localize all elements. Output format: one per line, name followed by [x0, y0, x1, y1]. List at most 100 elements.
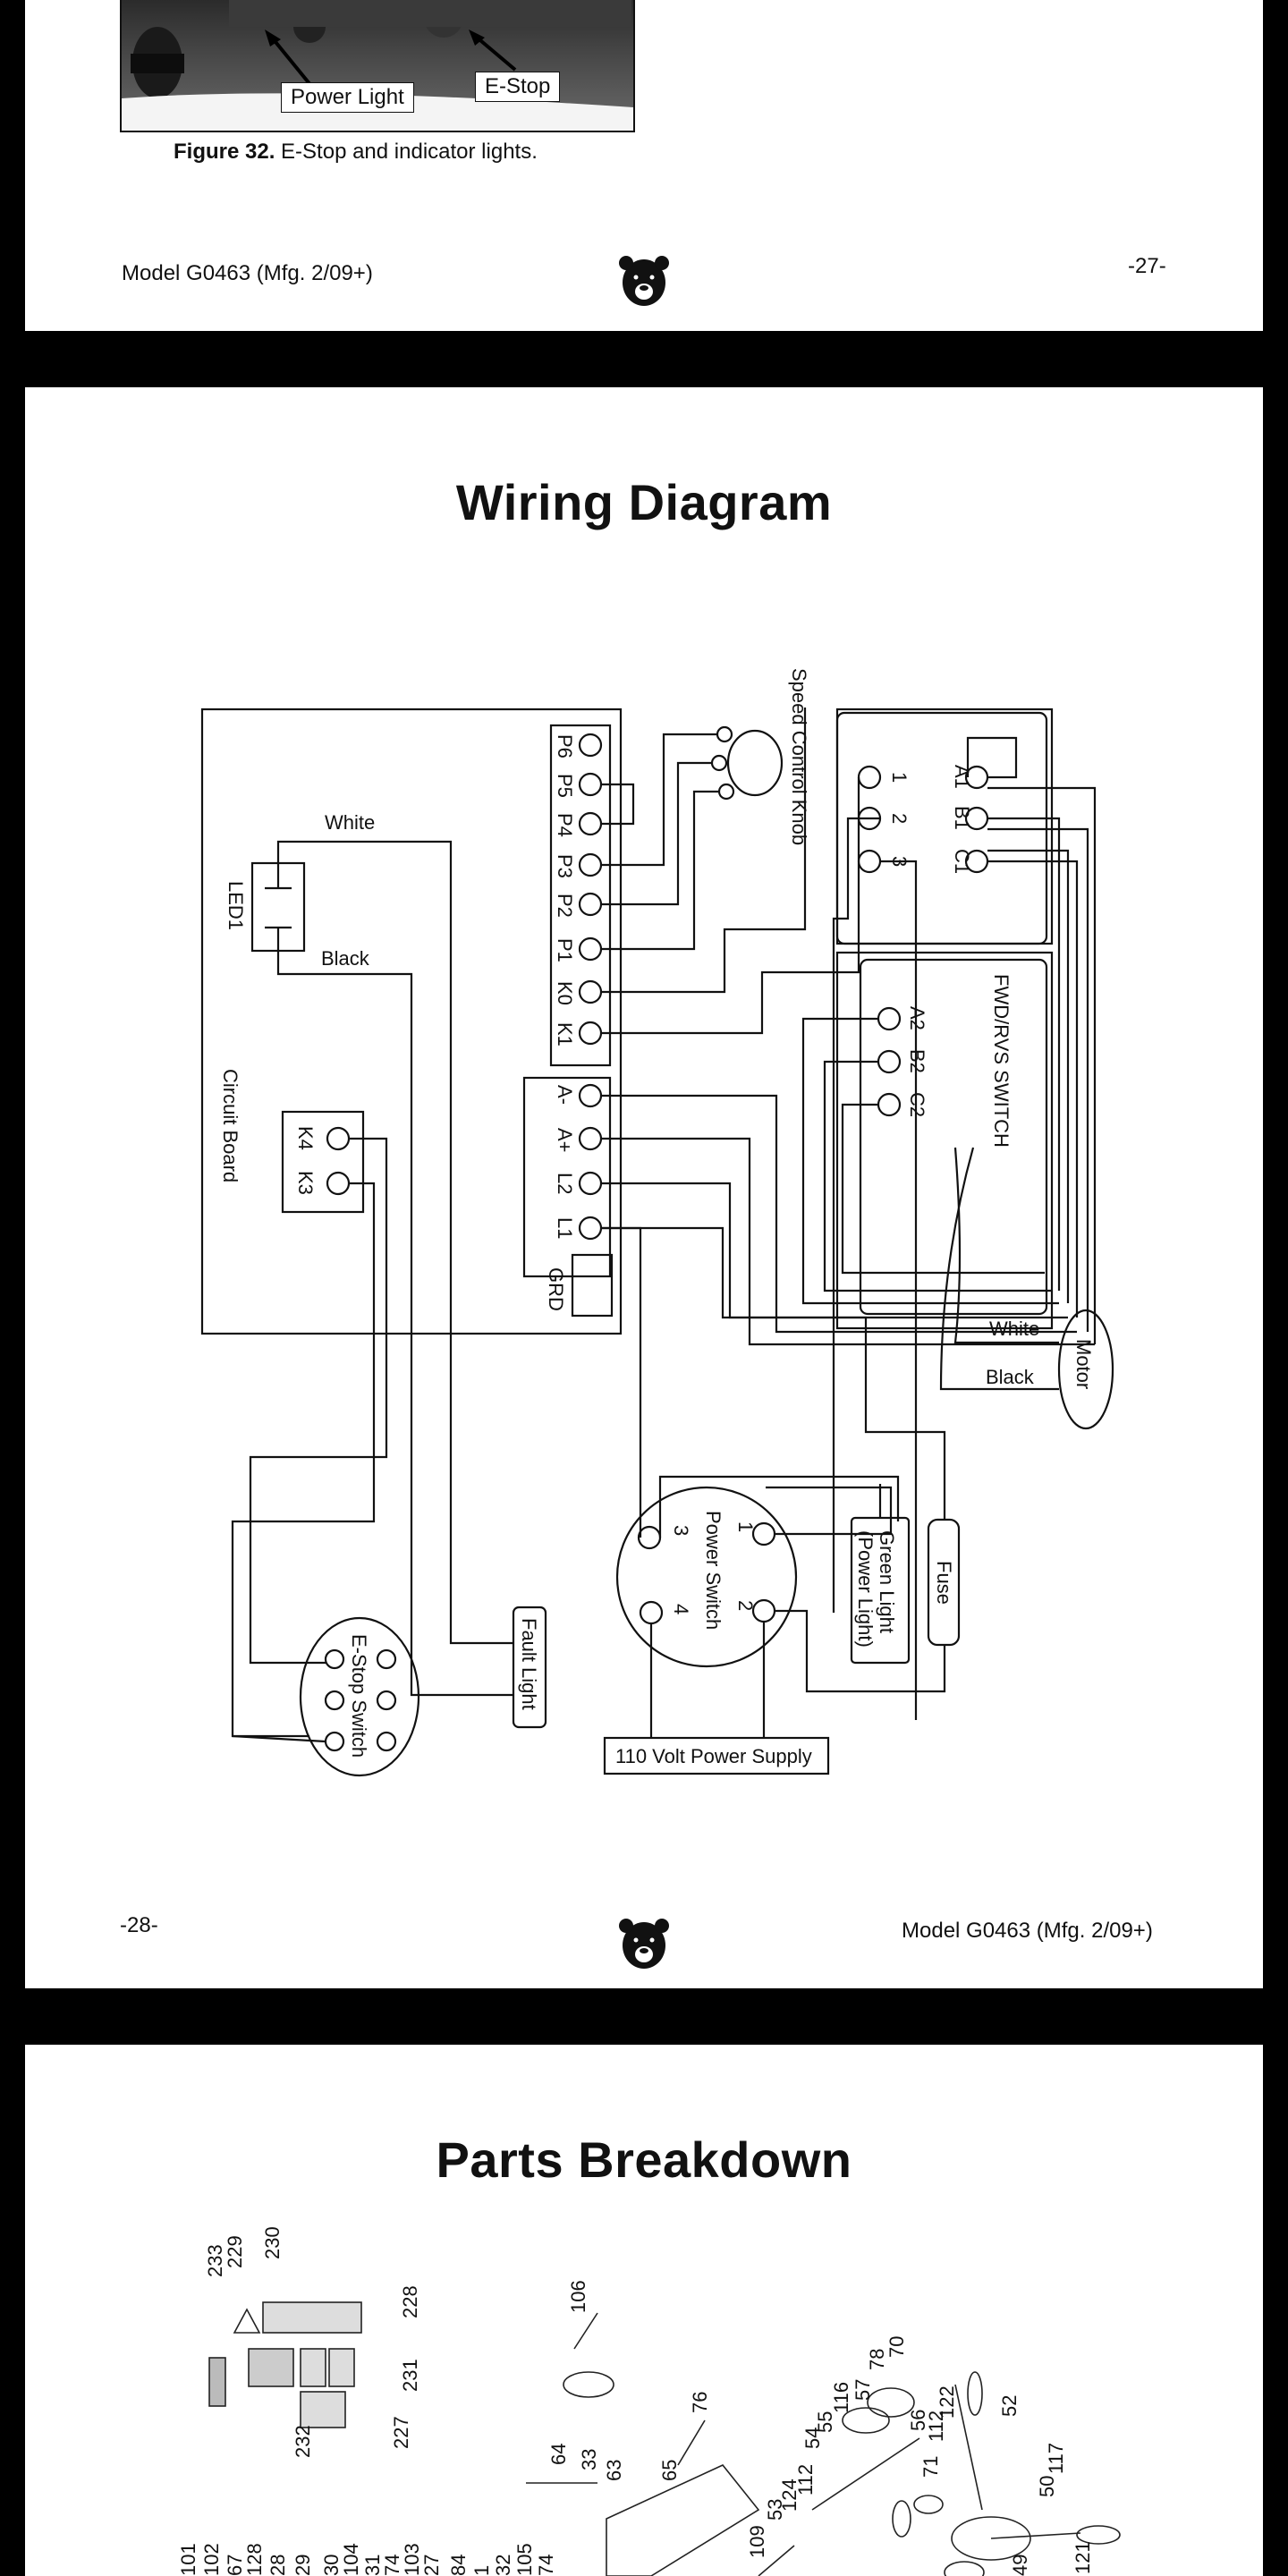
power-switch-term-3-label: 3 — [670, 1525, 692, 1536]
terminal-block-bottom — [522, 1076, 612, 1278]
terminal-p3-label: P3 — [554, 854, 576, 878]
callout: 117 — [1045, 2442, 1067, 2474]
switch-term-b2-label: B2 — [906, 1049, 928, 1073]
page-number: -28- — [120, 1913, 158, 1937]
figure-number: Figure 32. — [174, 140, 275, 164]
estop-switch-terminals — [324, 1648, 397, 1752]
figure-32-photo: Power Light E-Stop — [120, 0, 635, 132]
terminal-p1-label: P1 — [554, 938, 576, 962]
callout: 112 — [794, 2463, 817, 2496]
callout: 122 — [936, 2385, 958, 2419]
callout: 76 — [689, 2391, 711, 2413]
power-switch-term-2-label: 2 — [734, 1600, 757, 1611]
callout: 232 — [292, 2425, 314, 2458]
fwd-rvs-switch-upper — [835, 708, 1054, 945]
callout: 230 — [261, 2226, 284, 2259]
footer-model: Model G0463 (Mfg. 2/09+) — [122, 261, 373, 285]
k-terminal-block — [281, 1110, 365, 1214]
terminal-aplus-label: A+ — [554, 1128, 576, 1153]
terminal-p5-label: P5 — [554, 774, 576, 798]
terminal-k1-label: K1 — [554, 1022, 576, 1046]
switch-term-c1-label: C1 — [951, 849, 973, 874]
callout: 231 — [399, 2359, 421, 2392]
page-title: Parts Breakdown — [436, 2131, 852, 2188]
power-supply-box — [603, 1736, 830, 1775]
terminal-p4-label: P4 — [554, 813, 576, 837]
callout: 229 — [224, 2235, 246, 2268]
black-wire-label: Black — [321, 947, 370, 970]
callout: 105 — [513, 2543, 536, 2576]
terminals-bottom — [578, 1083, 603, 1241]
motor-label: Motor — [1072, 1339, 1095, 1389]
parts-diagram — [208, 2301, 1121, 2576]
callout: 57 — [852, 2378, 874, 2401]
power-switch-term-1-label: 1 — [734, 1521, 757, 1532]
callout: 52 — [998, 2394, 1021, 2417]
callout: 27 — [420, 2554, 443, 2576]
power-switch-term-4-label: 4 — [670, 1604, 692, 1614]
callout: 28 — [267, 2554, 289, 2576]
callout: 50 — [1036, 2475, 1058, 2497]
power-switch-term-4 — [639, 1600, 664, 1625]
callout: 84 — [447, 2554, 470, 2576]
callout: 71 — [919, 2455, 942, 2478]
callout: 1 — [470, 2564, 493, 2576]
grd-label: GRD — [545, 1267, 567, 1311]
estop-switch-label: E-Stop Switch — [348, 1634, 370, 1758]
callout: 32 — [492, 2554, 514, 2576]
callout: 128 — [243, 2543, 266, 2576]
fault-light-label: Fault Light — [518, 1618, 540, 1710]
terminal-l2-label: L2 — [554, 1173, 576, 1194]
green-light-label-2: (Power Light) — [854, 1530, 877, 1648]
callout: 29 — [292, 2554, 314, 2576]
manual-page-27: Power Light E-Stop Figure 32. E-Stop and… — [25, 0, 1263, 331]
motor-black-label: Black — [986, 1366, 1035, 1388]
led1-label: LED1 — [225, 881, 247, 930]
switch-term-1-label: 1 — [888, 772, 911, 783]
fault-light — [512, 1606, 547, 1729]
machine-parts — [526, 2312, 1121, 2576]
callout: 121 — [1072, 2541, 1094, 2574]
motor — [1057, 1309, 1114, 1430]
callout: 101 — [177, 2543, 199, 2576]
power-switch-term-3 — [637, 1525, 662, 1550]
estop-switch — [299, 1616, 420, 1777]
power-switch — [615, 1486, 798, 1668]
label-decals — [208, 2301, 362, 2428]
page-title: Wiring Diagram — [455, 474, 833, 530]
terminals-top — [578, 733, 603, 1046]
terminal-k4 — [326, 1126, 351, 1151]
callout: 102 — [200, 2543, 223, 2576]
figure-caption: Figure 32. E-Stop and indicator lights. — [174, 140, 538, 165]
callout: 49 — [1009, 2554, 1031, 2576]
callout: 227 — [390, 2416, 412, 2449]
terminal-p2-label: P2 — [554, 894, 576, 918]
page-number: -27- — [1128, 254, 1166, 278]
switch-term-a2-label: A2 — [906, 1006, 928, 1030]
switch-term-c2-label: C2 — [906, 1092, 928, 1117]
callout: 116 — [830, 2381, 852, 2413]
fwd-rvs-switch-lower — [835, 951, 1054, 1330]
figure-caption-text: E-Stop and indicator lights. — [281, 140, 538, 164]
fwd-rvs-switch-label: FWD/RVS SWITCH — [990, 974, 1013, 1148]
power-switch-label: Power Switch — [702, 1511, 724, 1630]
circuit-board-label: Circuit Board — [219, 1069, 242, 1182]
terminal-k4-label: K4 — [294, 1126, 317, 1150]
wiring-diagram: Circuit Board LED1 White Black K4 K3 P6 … — [200, 668, 1114, 1777]
callout: 63 — [603, 2459, 625, 2481]
callout: 33 — [578, 2448, 600, 2470]
terminal-k0-label: K0 — [554, 981, 576, 1005]
parts-callouts: 233 229 230 228 231 232 227 106 76 64 33… — [25, 2045, 1263, 2576]
callout: 106 — [567, 2280, 589, 2313]
footer-model: Model G0463 (Mfg. 2/09+) — [902, 1919, 1153, 1943]
manual-page-28: Wiring Diagram Circuit Board LED1 White … — [25, 387, 1263, 1988]
callout: 65 — [658, 2459, 681, 2481]
motor-white-label: White — [989, 1318, 1039, 1340]
terminal-aminus-label: A- — [554, 1085, 576, 1105]
callout: 228 — [399, 2285, 421, 2318]
manual-page-29: Parts Breakdown — [25, 2045, 1263, 2576]
white-wire-label: White — [325, 811, 375, 834]
grd-terminal — [571, 1253, 614, 1318]
callout: 70 — [886, 2335, 908, 2358]
callout: 104 — [340, 2543, 362, 2576]
